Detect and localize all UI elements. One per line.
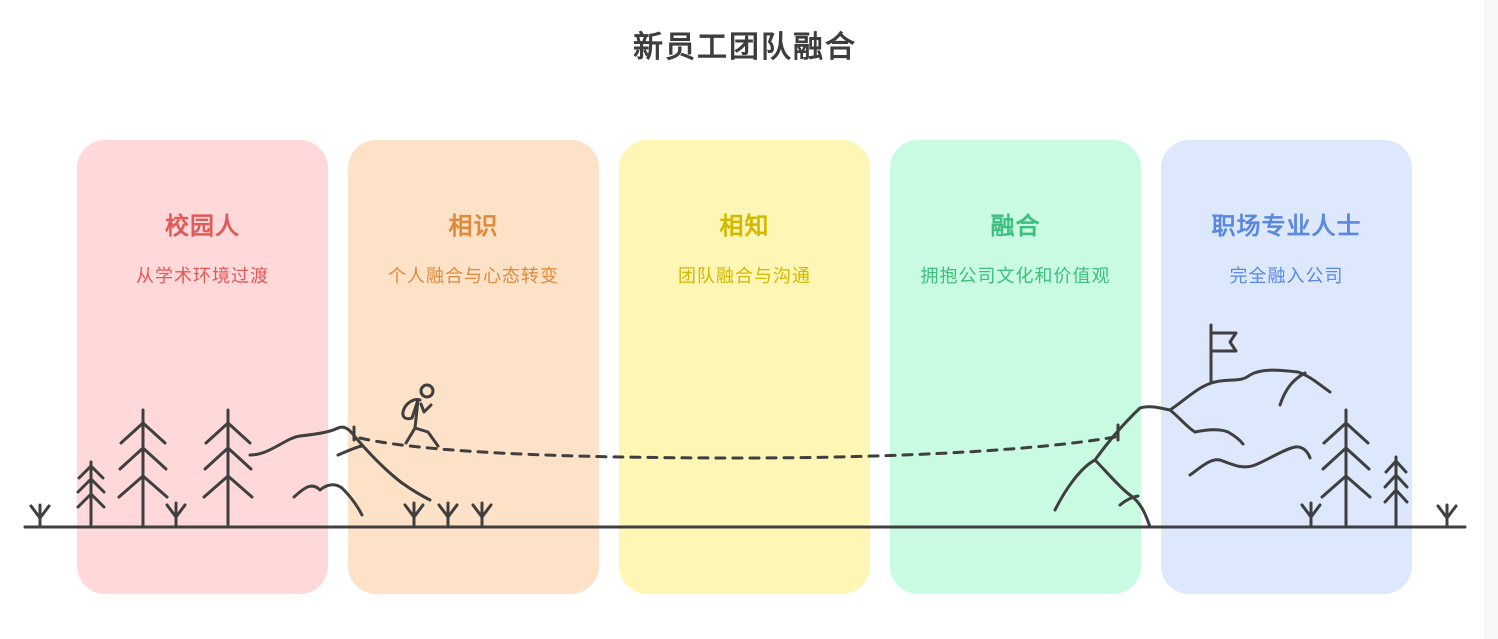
stage-subtitle: 拥抱公司文化和价值观 <box>920 266 1111 287</box>
stage-subtitle: 从学术环境过渡 <box>136 266 269 287</box>
pine-tree-icon <box>117 408 169 529</box>
stage-card-professional: 职场专业人士 完全融入公司 <box>1161 140 1412 594</box>
stage-subtitle: 个人融合与心态转变 <box>388 266 559 287</box>
pine-tree-icon <box>1383 455 1409 529</box>
stage-title: 校园人 <box>165 211 240 240</box>
stage-card-integration: 融合 拥抱公司文化和价值观 <box>890 140 1141 594</box>
stage-title: 相知 <box>719 211 770 240</box>
stage-subtitle: 团队融合与沟通 <box>678 266 811 287</box>
flag-icon <box>1209 323 1238 384</box>
sprout-icon <box>165 501 187 529</box>
stage-title: 融合 <box>990 211 1041 240</box>
stage-title: 相识 <box>448 211 499 240</box>
sprout-icon <box>1300 501 1322 529</box>
pine-tree-icon <box>76 460 106 529</box>
sprout-icon <box>29 503 51 529</box>
sprout-icon <box>471 501 493 529</box>
stage-card-understanding: 相知 团队融合与沟通 <box>619 140 870 594</box>
stage-subtitle: 完全融入公司 <box>1229 266 1344 287</box>
sprout-icon <box>1436 503 1458 529</box>
sprout-icon <box>403 501 425 529</box>
stage-card-acquaintance: 相识 个人融合与心态转变 <box>348 140 599 594</box>
mountain-icon <box>248 425 432 517</box>
page-title: 新员工团队融合 <box>633 30 857 65</box>
hiker-icon <box>401 383 440 448</box>
pine-tree-icon <box>202 408 254 529</box>
right-edge-strip <box>1484 0 1498 639</box>
mountain-with-flag-icon <box>1053 368 1332 529</box>
stage-title: 职场专业人士 <box>1211 211 1362 240</box>
pine-tree-icon <box>1320 408 1372 529</box>
sprout-icon <box>437 501 459 529</box>
stage-card-campus: 校园人 从学术环境过渡 <box>77 140 328 594</box>
journey-path <box>358 435 1117 460</box>
